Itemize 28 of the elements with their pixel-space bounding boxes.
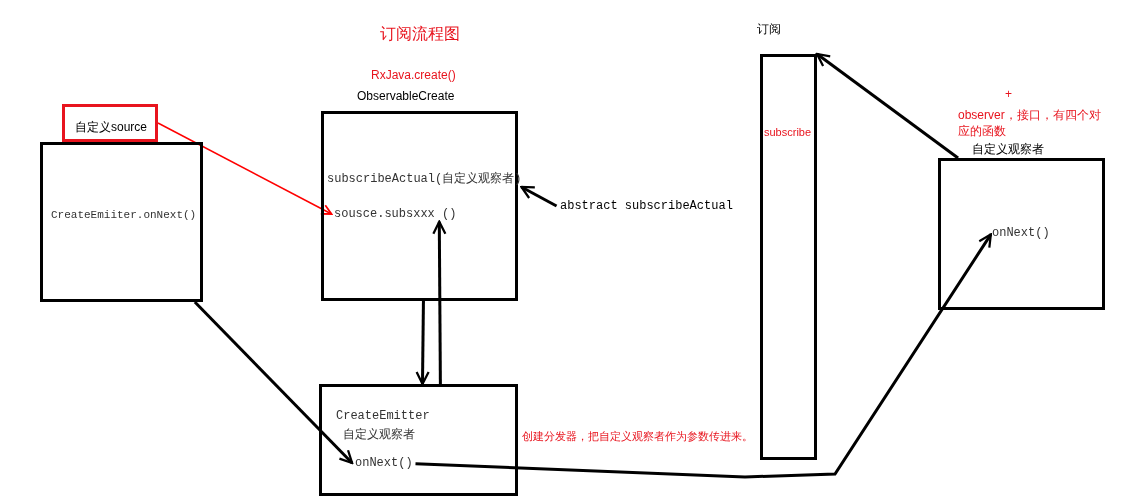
note: 创建分发器，把自定义观察者作为参数传进来。 (522, 429, 754, 444)
class-box (40, 142, 203, 302)
arrow (815, 52, 959, 160)
arrow (415, 301, 430, 386)
code-text: 自定义观察者 (343, 427, 415, 443)
note: + (1005, 86, 1013, 102)
box-heading: ObservableCreate (357, 89, 455, 103)
code-text: abstract subscribeActual (560, 199, 733, 213)
box-label: 自定义source (75, 119, 148, 136)
arrow (193, 300, 354, 465)
arrow (415, 233, 993, 479)
bar-label: subscribe (764, 126, 812, 138)
code-text: onNext() (992, 226, 1050, 240)
code-text: CreateEmitter (336, 409, 430, 423)
title: 订阅流程图 (380, 24, 460, 44)
note: observer，接口，有四个对应的函数 (958, 107, 1102, 139)
code-text: onNext() (355, 456, 413, 470)
code-text: sousce.subsxxx () (334, 207, 457, 221)
bar-heading: 订阅 (757, 21, 781, 38)
box-heading: 自定义观察者 (972, 141, 1044, 158)
label-box (62, 104, 158, 142)
arrow (432, 220, 447, 384)
annotation: RxJava.create() (371, 68, 456, 82)
arrow (157, 122, 333, 215)
code-text: subscribeActual(自定义观察者) (327, 170, 522, 187)
arrow (520, 185, 558, 208)
class-box (319, 384, 518, 496)
code-text: CreateEmiiter.onNext() (51, 209, 197, 221)
